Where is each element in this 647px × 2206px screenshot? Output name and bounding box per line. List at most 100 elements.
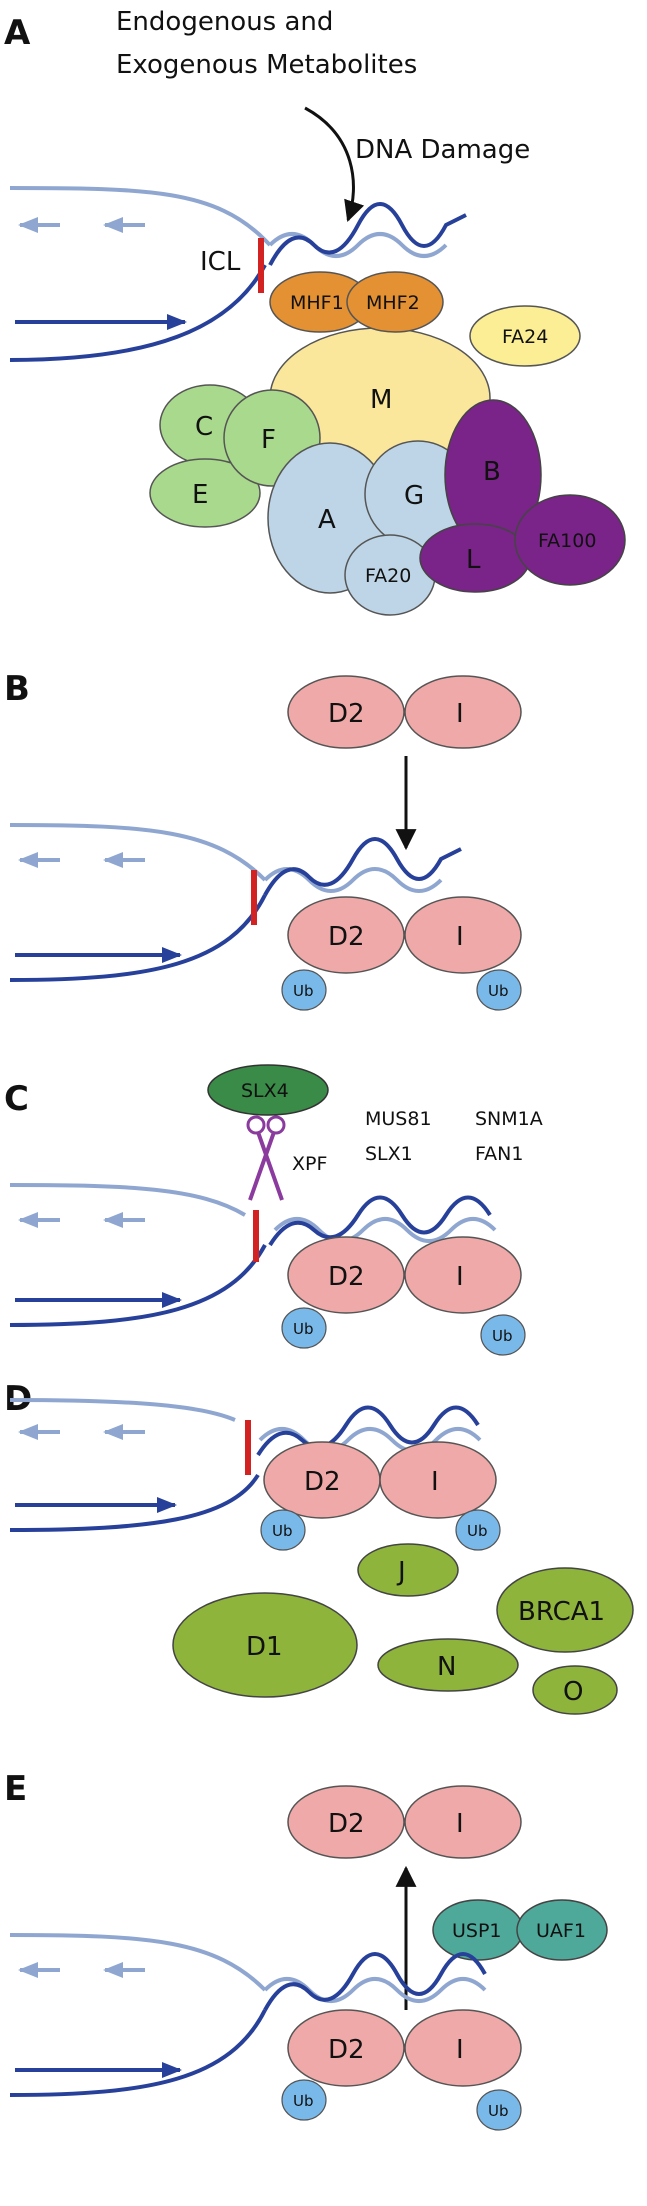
dna-damage-label: DNA Damage <box>355 135 530 165</box>
protein-b-label: B <box>483 457 501 487</box>
protein-uaf1 <box>516 1899 608 1961</box>
protein-usp1-label: USP1 <box>452 1920 502 1942</box>
leading-strand-b <box>9 894 267 982</box>
protein-uaf1-label: UAF1 <box>536 1920 586 1942</box>
ubiquitin-c2 <box>480 1314 526 1356</box>
ubiquitin-b1 <box>281 969 327 1011</box>
panel-e: E D2 I USP1 UAF1 D2 I Ub Ub <box>4 1769 608 2131</box>
bound-d2-b-label: D2 <box>328 922 365 952</box>
ubiquitin-d1-label: Ub <box>272 1522 293 1540</box>
protein-brca1-label: BRCA1 <box>518 1597 605 1627</box>
lagging-strand-d <box>9 1398 236 1422</box>
bound-i-c-label: I <box>456 1262 464 1292</box>
helix-dark <box>268 202 467 266</box>
free-i-label: I <box>456 699 464 729</box>
free-i <box>404 675 522 749</box>
ubiquitin-b2 <box>476 969 522 1011</box>
bound-i-b <box>404 896 522 974</box>
protein-mhf1-label: MHF1 <box>290 292 344 314</box>
helix-light-c <box>273 1217 497 1243</box>
protein-fa100-label: FA100 <box>538 530 596 552</box>
protein-mhf2-label: MHF2 <box>366 292 420 314</box>
free-i-e <box>404 1785 522 1859</box>
bound-i-d-label: I <box>431 1467 439 1497</box>
free-d2 <box>287 675 405 749</box>
bound-d2-d-label: D2 <box>304 1467 341 1497</box>
protein-brca1 <box>496 1567 634 1653</box>
panel-b: B D2 I D2 I Ub Ub <box>4 669 522 1011</box>
panel-d: D D2 I Ub Ub J BRCA1 D1 N O <box>4 1379 634 1715</box>
protein-mhf2 <box>346 271 444 333</box>
ubiquitin-c2-label: Ub <box>492 1327 513 1345</box>
lagging-strand-e <box>9 1933 267 1992</box>
bound-d2-c <box>287 1236 405 1314</box>
protein-fa24 <box>469 305 581 367</box>
helix-dark-c <box>268 1195 492 1247</box>
protein-o-label: O <box>563 1677 583 1707</box>
protein-n-label: N <box>437 1652 456 1682</box>
protein-l-label: L <box>466 545 481 575</box>
snm1a-label: SNM1A <box>475 1108 543 1130</box>
damage-arrow <box>304 106 365 222</box>
free-d2-e <box>287 1785 405 1859</box>
ubiquitin-b2-label: Ub <box>488 982 509 1000</box>
ubiquitin-d2 <box>455 1509 501 1551</box>
ubiquitin-e2-label: Ub <box>488 2102 509 2120</box>
protein-a-label: A <box>318 505 336 535</box>
ubiquitin-c1-label: Ub <box>293 1320 314 1338</box>
protein-d1-label: D1 <box>246 1632 283 1662</box>
xpf-scissors-icon <box>246 1115 286 1201</box>
lagging-strand <box>9 186 272 247</box>
ubiquitin-b1-label: Ub <box>293 982 314 1000</box>
protein-n <box>377 1638 519 1692</box>
protein-fa24-label: FA24 <box>502 326 548 348</box>
bound-d2-e <box>287 2009 405 2087</box>
bound-d2-c-label: D2 <box>328 1262 365 1292</box>
helix-dark-d <box>256 1405 480 1457</box>
fan1-label: FAN1 <box>475 1143 523 1165</box>
protein-g-label: G <box>404 481 424 511</box>
helix-dark-b <box>263 837 462 896</box>
ubiquitin-d1 <box>260 1509 306 1551</box>
bound-i-e-label: I <box>456 2035 464 2065</box>
metabolites-label-line1: Endogenous and <box>116 7 333 37</box>
xpf-label: XPF <box>292 1153 327 1175</box>
protein-d1 <box>172 1592 358 1698</box>
panel-a-letter: A <box>4 13 31 53</box>
ubiquitin-e1-label: Ub <box>293 2092 314 2110</box>
bound-i-e <box>404 2009 522 2087</box>
leading-strand-c <box>9 1244 267 1327</box>
protein-o <box>532 1665 618 1715</box>
panel-c-letter: C <box>4 1079 29 1119</box>
bound-d2-b <box>287 896 405 974</box>
metabolites-label-line2: Exogenous Metabolites <box>116 50 417 80</box>
ubiquitin-c1 <box>281 1307 327 1349</box>
leading-strand-d <box>9 1473 260 1532</box>
protein-j-label: J <box>396 1557 406 1587</box>
protein-e-label: E <box>192 480 208 510</box>
panel-b-letter: B <box>4 669 30 709</box>
slx1-label: SLX1 <box>365 1143 413 1165</box>
free-d2-e-label: D2 <box>328 1809 365 1839</box>
helix-light-e <box>263 1977 487 2003</box>
bound-d2-e-label: D2 <box>328 2035 365 2065</box>
free-i-e-label: I <box>456 1809 464 1839</box>
protein-f-label: F <box>261 425 276 455</box>
bound-i-c <box>404 1236 522 1314</box>
helix-dark-e <box>263 1952 487 2011</box>
bound-i-b-label: I <box>456 922 464 952</box>
protein-slx4-label: SLX4 <box>241 1080 289 1102</box>
leading-strand-e <box>9 2009 267 2097</box>
lagging-strand-c <box>9 1183 247 1217</box>
protein-m-label: M <box>370 385 392 415</box>
leading-strand <box>9 264 267 362</box>
ubiquitin-e1 <box>281 2079 327 2121</box>
free-d2-label: D2 <box>328 699 365 729</box>
mus81-label: MUS81 <box>365 1108 432 1130</box>
protein-slx4 <box>207 1064 329 1116</box>
panel-a: A Endogenous and Exogenous Metabolites D… <box>4 7 626 616</box>
lagging-strand-b <box>9 823 267 882</box>
protein-fa20-label: FA20 <box>365 565 411 587</box>
